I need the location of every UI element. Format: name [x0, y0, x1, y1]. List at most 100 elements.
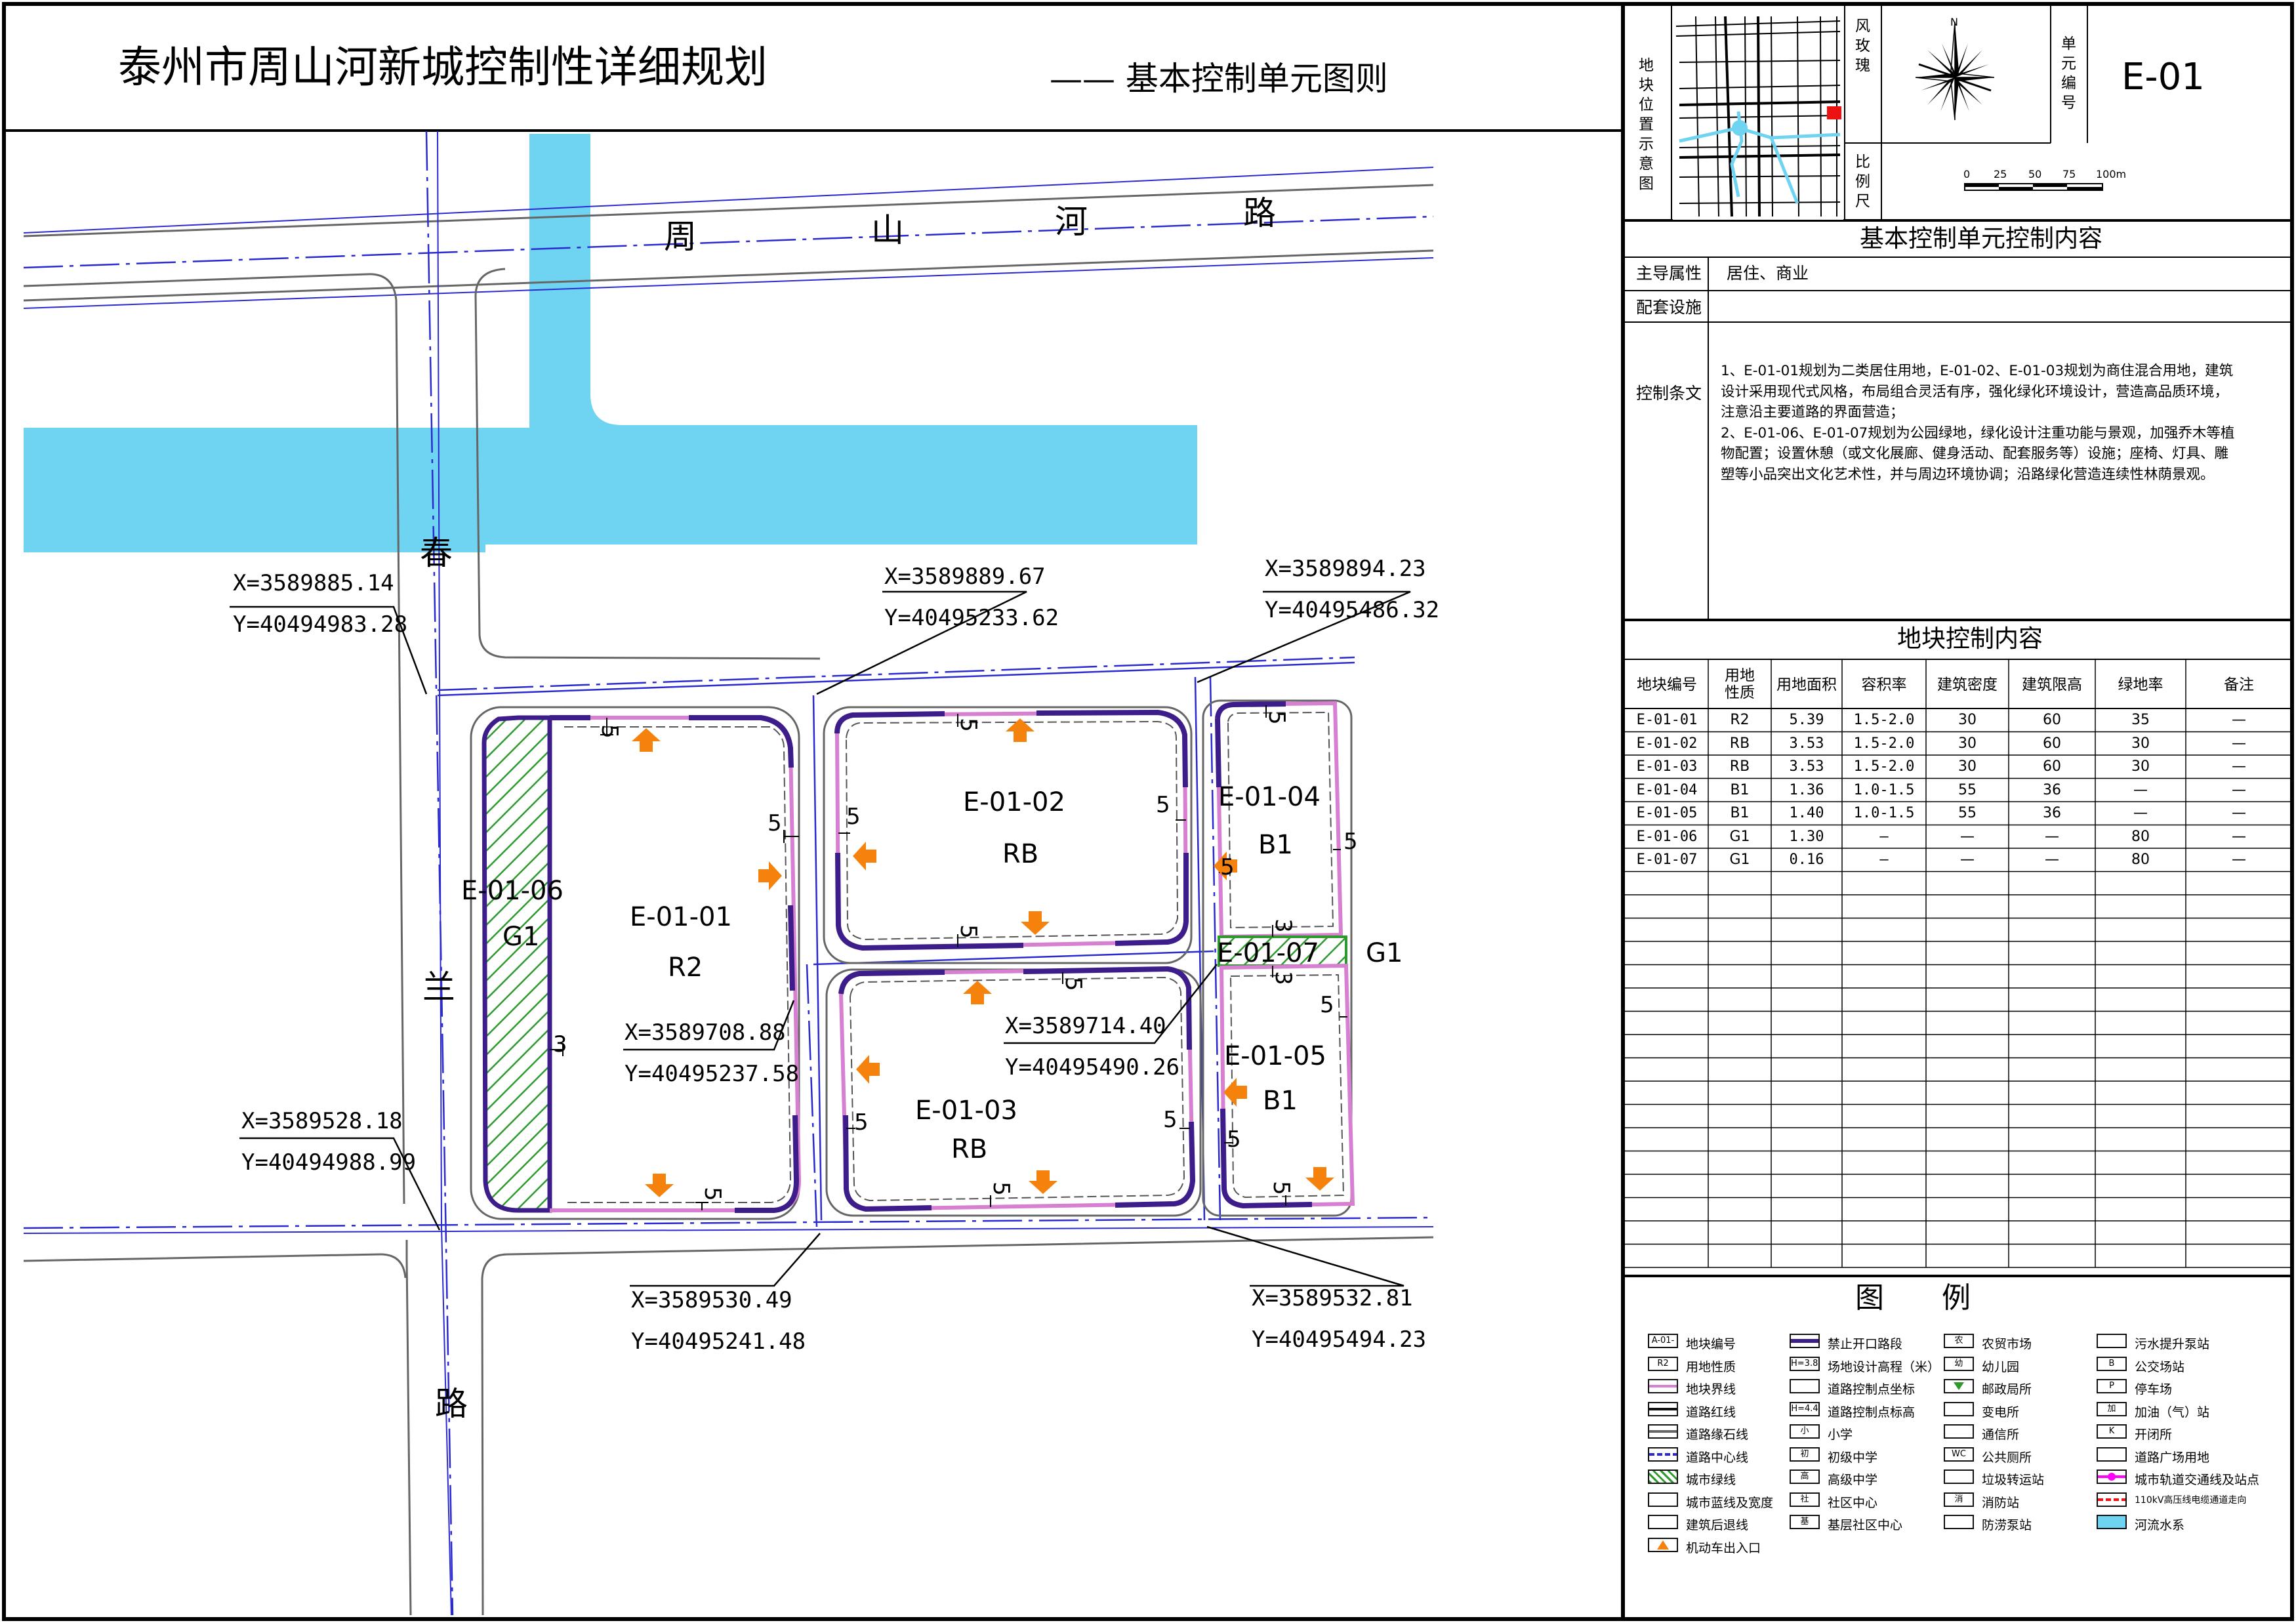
table-cell: — [2133, 781, 2148, 798]
table-cell: G1 [1729, 828, 1750, 845]
legend-text: 城市蓝线及宽度 [1686, 1495, 1774, 1510]
table-cell: RB [1729, 735, 1750, 752]
table-cell: — [2232, 828, 2246, 845]
road-label-lu1: 路 [1243, 194, 1276, 232]
coord-x: X=3589708.88 [625, 1019, 786, 1046]
legend-text: 幼儿园 [1982, 1359, 2020, 1374]
table-cell: 3.53 [1789, 758, 1824, 775]
table-cell: 60 [2043, 735, 2061, 752]
internal-road-lines [437, 656, 1355, 1227]
unit-label: 单元编号 [2061, 35, 2076, 112]
legend-symbol-icon [1648, 1515, 1678, 1529]
legend-text: 机动车出入口 [1686, 1540, 1761, 1555]
legend-text: 道路红线 [1686, 1405, 1736, 1420]
table-cell: B1 [1730, 781, 1750, 798]
legend-symbol-icon [1790, 1379, 1820, 1393]
legend-text: 地块界线 [1686, 1382, 1736, 1397]
setback-label: 5 [1227, 1126, 1241, 1153]
parcel-use: RB [951, 1134, 988, 1164]
parcel-e-01-04 [1215, 701, 1343, 939]
clause-label: 控制条文 [1636, 384, 1702, 403]
table-cell: 36 [2043, 781, 2061, 798]
legend-text: 禁止开口路段 [1828, 1337, 1903, 1351]
coord-x: X=3589532.81 [1252, 1285, 1413, 1311]
legend-symbol-icon: H=4.4 [1790, 1401, 1820, 1416]
parcel-table-grid [1623, 659, 2292, 1268]
parcel-e-01-02 [834, 709, 1189, 951]
table-cell: 30 [2131, 735, 2150, 752]
coord-y: Y=40494983.28 [233, 611, 408, 638]
legend-text: 110kV高压线电缆通道走向 [2135, 1494, 2247, 1506]
table-cell: — [2232, 712, 2246, 728]
facilities-label: 配套设施 [1636, 298, 1702, 317]
table-cell: 1.30 [1789, 828, 1824, 845]
legend-text: 变电所 [1982, 1405, 2020, 1420]
legend-symbol-icon: 基 [1790, 1515, 1820, 1529]
legend-symbol-icon: 社 [1790, 1492, 1820, 1507]
scale-tick: 25 [1994, 168, 2007, 180]
setback-label: 5 [1059, 977, 1086, 991]
main-attr-label: 主导属性 [1636, 264, 1702, 283]
legend-symbol-icon [2097, 1334, 2127, 1348]
table-cell: 1.0-1.5 [1853, 781, 1915, 798]
legend-symbol-icon: H=3.80 [1790, 1356, 1820, 1371]
chunlan-road-lines [23, 131, 1434, 1616]
table-cell: — [2232, 852, 2246, 868]
legend-text: 邮政局所 [1982, 1382, 2032, 1397]
legend-text: 道路控制点坐标 [1828, 1382, 1916, 1397]
table-cell: 30 [2131, 758, 2150, 775]
table-cell: 30 [1958, 758, 1977, 775]
control-clauses: 1、E-01-01规划为二类居住用地，E-01-02、E-01-03规划为商住混… [1721, 361, 2239, 485]
legend-text: 垃圾转运站 [1982, 1473, 2045, 1487]
parcel-e-01-06-green [482, 715, 552, 1213]
coord-x: X=3589885.14 [233, 570, 394, 596]
road-label-lan: 兰 [422, 968, 455, 1006]
parcel-id: E-01-07 [1217, 938, 1319, 968]
table-cell: — [2232, 805, 2246, 821]
table-header: 地块编号 [1637, 676, 1697, 693]
parcel-e-01-01 [550, 715, 802, 1213]
road-label-zhou: 周 [664, 218, 697, 256]
legend-text: 建筑后退线 [1686, 1518, 1749, 1532]
scale-tick: 0 [1963, 168, 1971, 180]
coord-y: Y=40494988.99 [241, 1149, 417, 1176]
map-title: 泰州市周山河新城控制性详细规划 [118, 42, 768, 92]
setback-markers [550, 705, 1347, 1210]
table-cell: — [1960, 828, 1975, 845]
table-cell: 1.5-2.0 [1853, 735, 1915, 752]
legend-symbol-icon [1648, 1537, 1678, 1552]
table-cell-parcel-id: E-01-06 [1636, 828, 1698, 845]
table-cell: 30 [1958, 712, 1977, 728]
legend-symbol-icon: B [2097, 1356, 2127, 1371]
table-cell: — [2232, 758, 2246, 775]
coord-x: X=3589530.49 [631, 1287, 792, 1313]
scale-tick: 100m [2096, 168, 2127, 180]
legend-symbol-icon [1648, 1379, 1678, 1393]
legend-text: 小学 [1828, 1428, 1853, 1442]
table-cell: 1.36 [1789, 781, 1824, 798]
coord-x: X=3589714.40 [1005, 1013, 1166, 1039]
setback-label: 5 [846, 804, 861, 830]
table-cell: 60 [2043, 712, 2061, 728]
scale-label: 比例尺 [1855, 154, 1870, 210]
setback-label: 5 [1263, 710, 1290, 725]
table-cell: 35 [2131, 712, 2150, 728]
legend-text: 停车场 [2135, 1382, 2173, 1397]
parcel-id: E-01-06 [461, 876, 564, 906]
parcel-use: R2 [668, 953, 703, 983]
table-cell: — [2232, 735, 2246, 752]
coord-x: X=3589889.67 [884, 564, 1046, 590]
parcel-use: B1 [1263, 1086, 1298, 1116]
setback-label: 3 [1269, 971, 1296, 985]
table-cell: B1 [1730, 805, 1750, 821]
legend-text: 用地性质 [1686, 1359, 1736, 1374]
parcel-e-01-05 [1219, 963, 1355, 1209]
table-header: 建筑密度 [1937, 676, 1998, 693]
legend-symbol-icon: A-01-01 [1648, 1334, 1678, 1348]
setback-label: 5 [1163, 1107, 1178, 1133]
legend-text: 场地设计高程（米） [1828, 1359, 1940, 1374]
wind-rose-label: 风玫瑰 [1855, 18, 1870, 74]
legend-symbol-icon [1648, 1424, 1678, 1439]
coord-y: Y=40495494.23 [1252, 1326, 1427, 1353]
